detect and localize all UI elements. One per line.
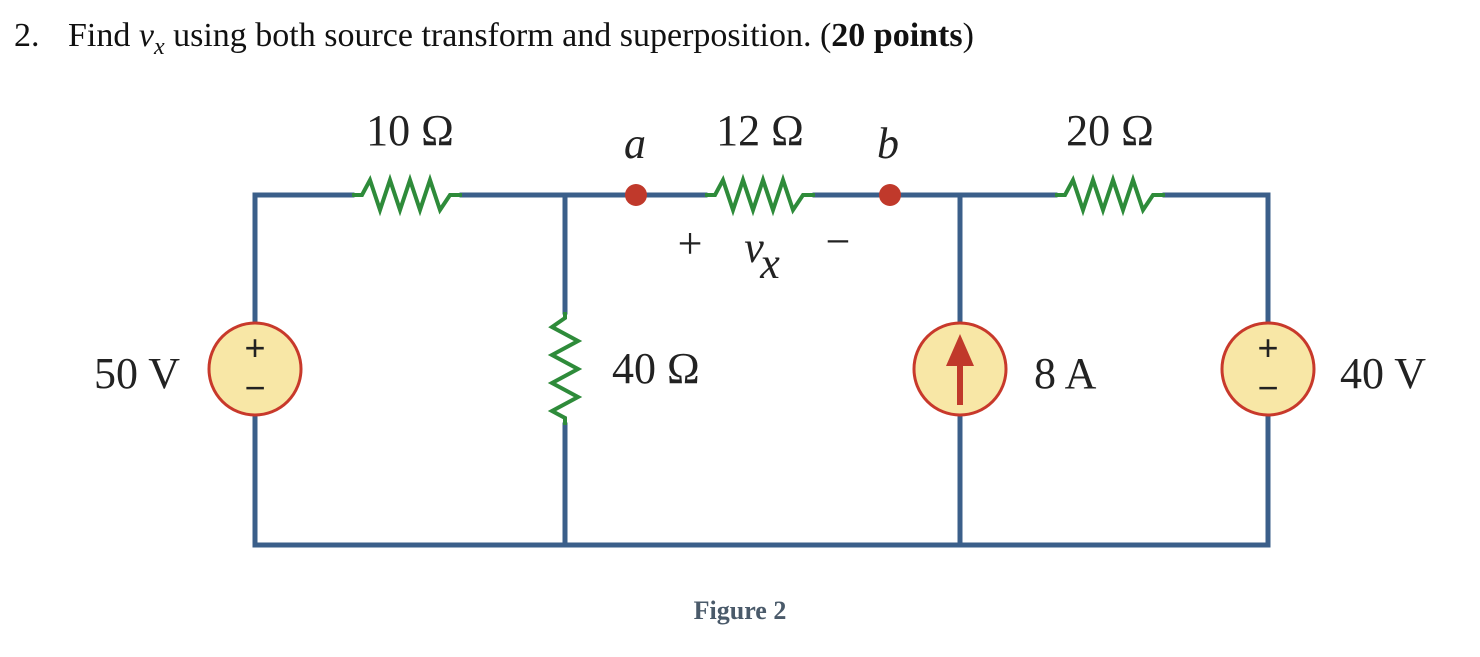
label-20-ohm: 20 Ω (1066, 106, 1154, 155)
voltage-source-50v: + − (207, 321, 303, 417)
label-vx: v (744, 223, 764, 272)
node-b-dot (879, 184, 901, 206)
question-close: ) (962, 17, 974, 54)
label-vx-sub: x (759, 239, 780, 288)
voltage-source-40v-minus: − (1257, 367, 1278, 408)
question-variable-sub: x (153, 33, 165, 60)
question-text: 2. Find vx using both source transform an… (14, 14, 974, 69)
label-node-b: b (877, 119, 899, 168)
label-40-ohm: 40 Ω (612, 344, 700, 393)
voltage-source-40v-plus: + (1257, 327, 1278, 368)
label-vx-plus: + (678, 219, 703, 268)
voltage-source-40v: + − (1220, 321, 1316, 417)
question-points: 20 points (831, 17, 963, 54)
label-node-a: a (624, 119, 646, 168)
circuit-wires (252, 192, 1271, 548)
label-vx-minus: − (826, 217, 851, 266)
current-source-8a (912, 321, 1008, 417)
label-8a: 8 A (1034, 349, 1097, 398)
resistors (352, 173, 1165, 425)
resistor-10-ohm (352, 173, 462, 217)
label-10-ohm: 10 Ω (366, 106, 454, 155)
voltage-source-50v-plus: + (244, 327, 265, 368)
figure-caption: Figure 2 (693, 596, 787, 625)
voltage-source-50v-minus: − (244, 367, 265, 408)
label-50v: 50 V (94, 349, 180, 398)
node-a-dot (625, 184, 647, 206)
label-40v: 40 V (1340, 349, 1426, 398)
resistor-12-ohm (705, 173, 815, 217)
label-12-ohm: 12 Ω (716, 106, 804, 155)
voltage-source-50v-body (207, 321, 303, 417)
question-variable: v (138, 17, 154, 54)
resistor-20-ohm (1055, 173, 1165, 217)
question-text-before: Find (68, 17, 139, 54)
question-text-after: using both source transform and superpos… (164, 17, 832, 54)
question-number: 2. (14, 17, 40, 54)
voltage-source-40v-body (1220, 321, 1316, 417)
arrow-up-icon (946, 334, 974, 366)
resistor-40-ohm (547, 312, 583, 425)
